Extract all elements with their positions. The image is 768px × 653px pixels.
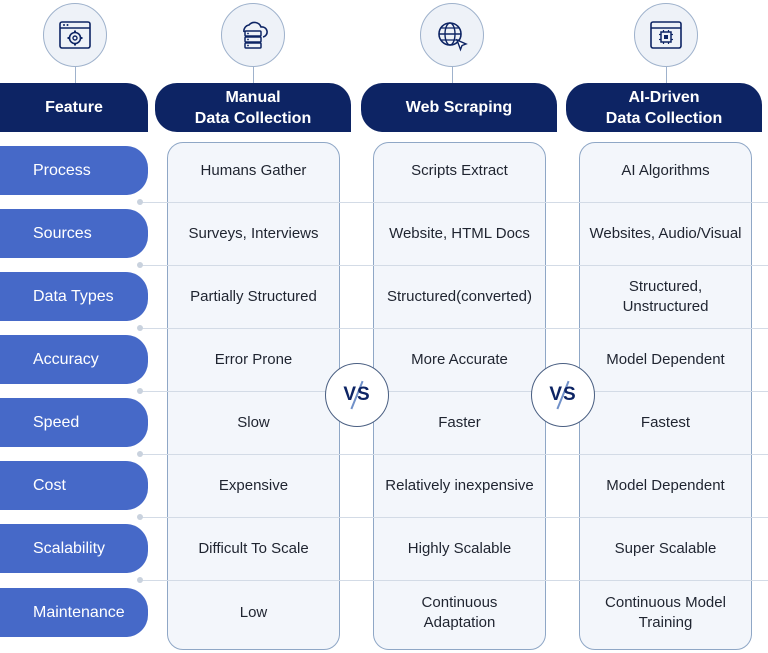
vs-badge: VS (531, 363, 595, 427)
vs-badge: VS (325, 363, 389, 427)
header-feature-label: Feature (45, 99, 103, 116)
cell-web-scalability: Highly Scalable (407, 540, 512, 557)
row-divider-dot (137, 388, 143, 394)
cell-web-maintenance: Continuous Adaptation (421, 594, 498, 631)
gear-window-icon (43, 3, 107, 67)
vs-label: VS (549, 384, 577, 405)
row-divider-dot (137, 451, 143, 457)
cell-manual-scalability: Difficult To Scale (198, 540, 309, 557)
row-divider (140, 454, 768, 455)
column-web-scraping (373, 142, 546, 650)
feature-accuracy: Accuracy (0, 335, 148, 384)
cell-manual-sources: Surveys, Interviews (188, 225, 319, 242)
vs-label: VS (343, 384, 371, 405)
cell-ai-data-types: Structured, Unstructured (622, 278, 709, 315)
header-manual-label: Manual Data Collection (194, 88, 312, 127)
row-divider (140, 328, 768, 329)
header-feature: Feature (0, 83, 148, 132)
row-divider-dot (137, 199, 143, 205)
header-web-scraping-label: Web Scraping (405, 99, 513, 116)
feature-label: Maintenance (33, 603, 125, 621)
feature-label: Process (33, 161, 91, 179)
row-divider (140, 580, 768, 581)
cell-web-accuracy: More Accurate (411, 351, 508, 368)
feature-cost: Cost (0, 461, 148, 510)
cell-ai-sources: Websites, Audio/Visual (589, 225, 742, 242)
column-manual (167, 142, 340, 650)
feature-label: Cost (33, 476, 66, 494)
feature-maintenance: Maintenance (0, 588, 148, 637)
row-divider (140, 265, 768, 266)
cell-ai-speed: Fastest (640, 414, 691, 431)
row-divider-dot (137, 325, 143, 331)
cell-ai-scalability: Super Scalable (614, 540, 717, 557)
cell-web-cost: Relatively inexpensive (385, 477, 534, 494)
header-manual: Manual Data Collection (155, 83, 351, 132)
cell-manual-process: Humans Gather (200, 162, 307, 179)
cell-ai-process: AI Algorithms (621, 162, 710, 179)
feature-scalability: Scalability (0, 524, 148, 573)
column-ai-driven (579, 142, 752, 650)
row-divider (140, 202, 768, 203)
chip-window-icon (634, 3, 698, 67)
cell-ai-accuracy: Model Dependent (606, 351, 725, 368)
row-divider (140, 391, 768, 392)
cloud-server-icon (221, 3, 285, 67)
cell-web-sources: Website, HTML Docs (389, 225, 530, 242)
header-ai-driven-label: AI-Driven Data Collection (605, 88, 723, 127)
cell-manual-accuracy: Error Prone (214, 351, 293, 368)
cell-manual-data-types: Partially Structured (190, 288, 317, 305)
row-divider-dot (137, 262, 143, 268)
cell-manual-speed: Slow (237, 414, 270, 431)
feature-speed: Speed (0, 398, 148, 447)
cell-manual-maintenance: Low (239, 604, 268, 621)
cell-ai-maintenance: Continuous Model Training (605, 594, 726, 631)
row-divider (140, 517, 768, 518)
feature-label: Accuracy (33, 350, 99, 368)
feature-process: Process (0, 146, 148, 195)
header-ai-driven: AI-Driven Data Collection (566, 83, 762, 132)
feature-label: Speed (33, 413, 80, 431)
feature-data-types: Data Types (0, 272, 148, 321)
globe-cursor-icon (420, 3, 484, 67)
feature-label: Scalability (33, 539, 106, 557)
row-divider-dot (137, 514, 143, 520)
row-divider-dot (137, 577, 143, 583)
feature-label: Sources (33, 224, 92, 242)
header-web-scraping: Web Scraping (361, 83, 557, 132)
cell-web-data-types: Structured(converted) (386, 288, 533, 305)
feature-label: Data Types (33, 287, 114, 305)
cell-manual-cost: Expensive (218, 477, 289, 494)
cell-web-speed: Faster (438, 414, 481, 431)
cell-ai-cost: Model Dependent (606, 477, 725, 494)
feature-sources: Sources (0, 209, 148, 258)
cell-web-process: Scripts Extract (411, 162, 508, 179)
